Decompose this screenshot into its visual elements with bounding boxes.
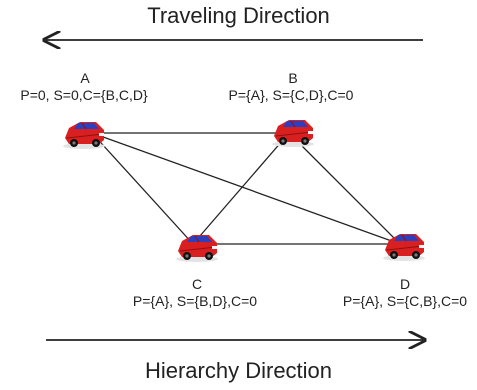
edge-a-c	[91, 132, 194, 245]
car-icon-c	[175, 234, 219, 263]
node-b-info: P={A}, S={C,D},C=0	[228, 87, 354, 103]
car-icon-a	[62, 121, 106, 150]
node-b-label: B	[288, 70, 298, 86]
node-d-info: P={A}, S={C,B},C=0	[342, 293, 468, 309]
traveling-direction-label: Traveling Direction	[147, 3, 330, 28]
edge-a-d	[91, 132, 401, 245]
car-icon-d	[382, 233, 426, 262]
node-c-info: P={A}, S={B,D},C=0	[132, 293, 258, 309]
edge-b-c	[192, 132, 290, 245]
node-a-label: A	[80, 70, 90, 86]
hierarchy-direction-label: Hierarchy Direction	[144, 358, 333, 383]
car-icon-b	[271, 119, 315, 148]
node-a-info: P=0, S=0,C={B,C,D}	[20, 87, 148, 103]
edge-b-d	[288, 132, 401, 245]
node-d-label: D	[399, 276, 411, 292]
edges-group	[91, 132, 401, 245]
node-c-label: C	[191, 276, 203, 292]
